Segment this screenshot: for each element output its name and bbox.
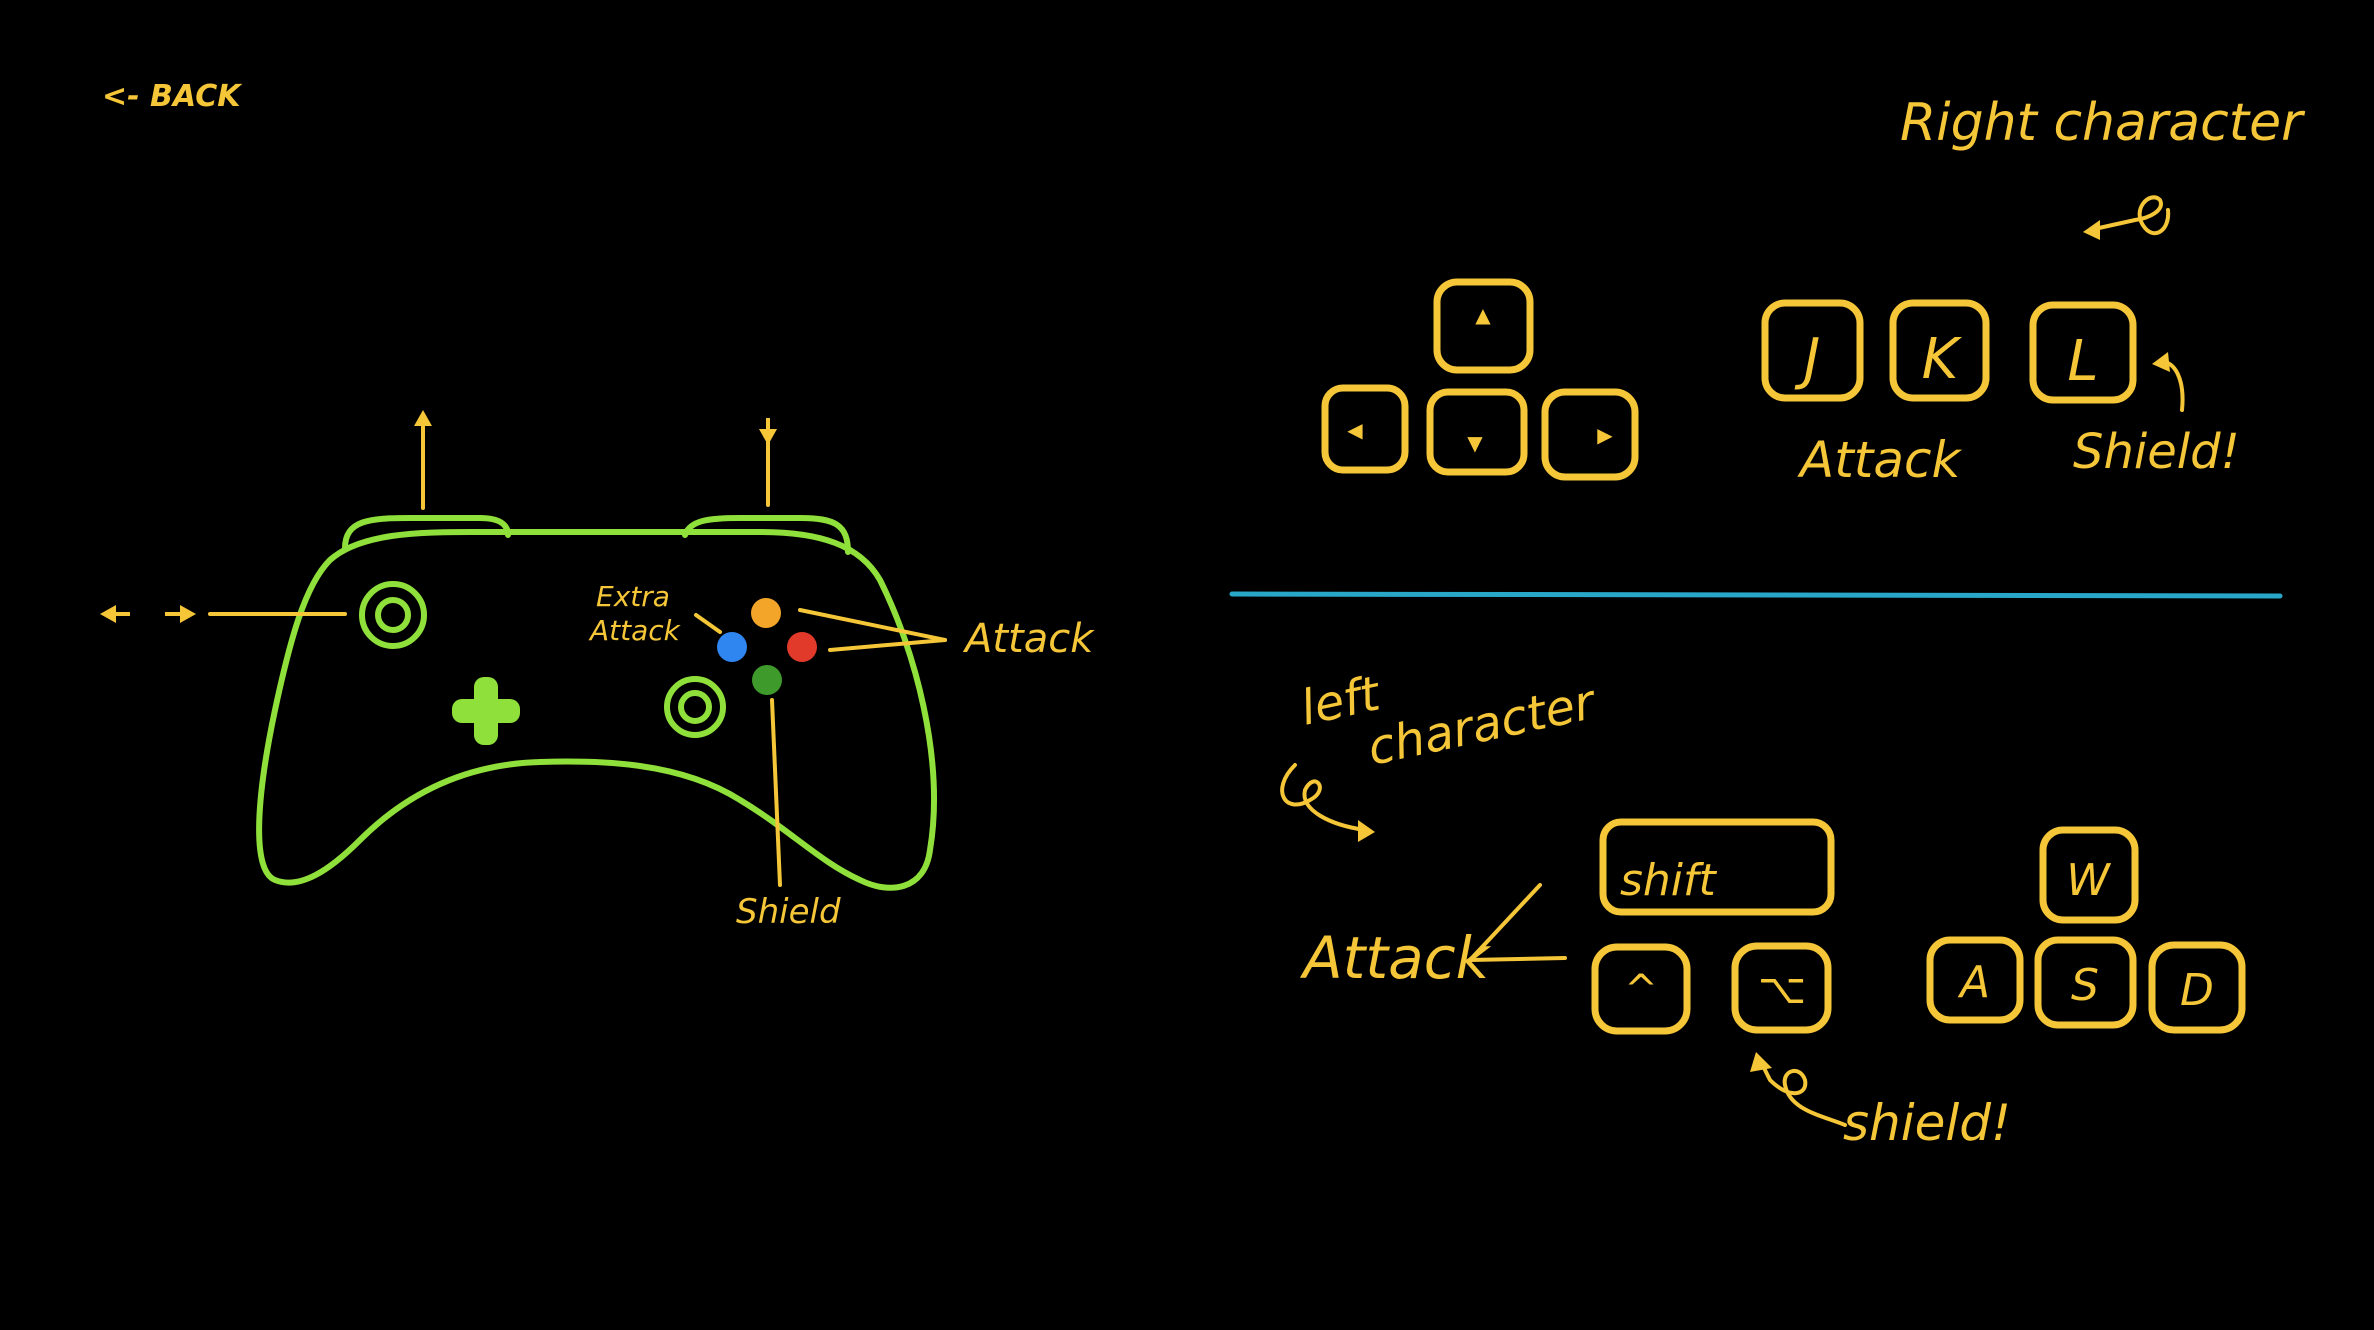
controller-body-icon: [256, 529, 937, 891]
right-attack-label: Attack: [1797, 431, 1963, 489]
curved-arrow-icon: [1280, 763, 1367, 832]
key-left: [1321, 384, 1409, 474]
key-option: [1731, 942, 1832, 1034]
right-shield-label: Shield!: [2073, 424, 2240, 480]
key-up-glyph: ▲: [1475, 303, 1491, 327]
key-down-glyph: ▼: [1467, 431, 1483, 455]
key-s-label: S: [2071, 960, 2099, 1011]
right-stick-icon: [664, 676, 726, 738]
left-shield-label: shield!: [1843, 1094, 2011, 1152]
key-d-label: D: [2180, 965, 2214, 1016]
dpad-icon: [452, 677, 520, 745]
key-right-glyph: ▶: [1597, 423, 1613, 447]
key-a-label: A: [1957, 957, 1990, 1008]
key-w: [2039, 826, 2139, 924]
key-ctrl-label: ^: [1624, 967, 1658, 1013]
key-d: [2148, 941, 2246, 1034]
controller-annotations: [208, 418, 947, 887]
attack-pointer-icon: [1468, 883, 1567, 962]
controller-attack-label: Attack: [962, 616, 1095, 662]
key-a: [1926, 936, 2024, 1024]
curly-arrow-icon: [2088, 195, 2171, 236]
key-right: [1541, 388, 1639, 481]
key-up: [1433, 278, 1534, 374]
section-divider: [1229, 591, 2283, 599]
key-down: [1426, 388, 1528, 476]
extra-attack-label-line2: Attack: [588, 614, 682, 647]
key-w-label: W: [2066, 855, 2111, 906]
face-button-left-icon: [717, 632, 747, 662]
key-j-label: J: [1794, 327, 1821, 392]
left-attack-label: Attack: [1299, 924, 1492, 992]
shield-arrow-icon: [2158, 359, 2185, 412]
stick-direction-icon: [100, 605, 196, 623]
key-left-glyph: ◀: [1347, 418, 1363, 442]
extra-attack-label-line1: Extra: [596, 580, 670, 613]
arrow-keys: [1321, 278, 1639, 481]
up-arrow-icon: [414, 410, 432, 426]
right-character-title: Right character: [1900, 93, 2306, 153]
key-ctrl: [1591, 943, 1691, 1035]
key-shift: [1599, 818, 1835, 916]
back-button-label: <- BACK: [102, 79, 243, 114]
left-stick-icon: [359, 581, 427, 649]
key-option-label: ⌥: [1758, 964, 1806, 1013]
face-button-right-icon: [787, 632, 817, 662]
key-j: [1761, 299, 1864, 402]
face-button-bottom-icon: [752, 665, 782, 695]
key-s: [2034, 936, 2137, 1029]
key-l: [2029, 301, 2137, 404]
shield-curl-arrow-icon: [1758, 1058, 1847, 1127]
controller-shield-label: Shield: [736, 892, 841, 932]
key-k-label: K: [1922, 327, 1963, 392]
key-l-label: L: [2067, 329, 2098, 394]
right-bumper-icon: [682, 515, 851, 555]
key-k: [1889, 299, 1990, 402]
key-shift-label: shift: [1620, 855, 1718, 906]
down-arrow-icon: [759, 429, 777, 445]
left-character-title-line2: character: [1363, 673, 1603, 776]
back-button[interactable]: <- BACK: [102, 79, 243, 114]
gamepad-diagram: [256, 515, 937, 891]
left-bumper-icon: [342, 515, 511, 551]
face-button-top-icon: [751, 598, 781, 628]
